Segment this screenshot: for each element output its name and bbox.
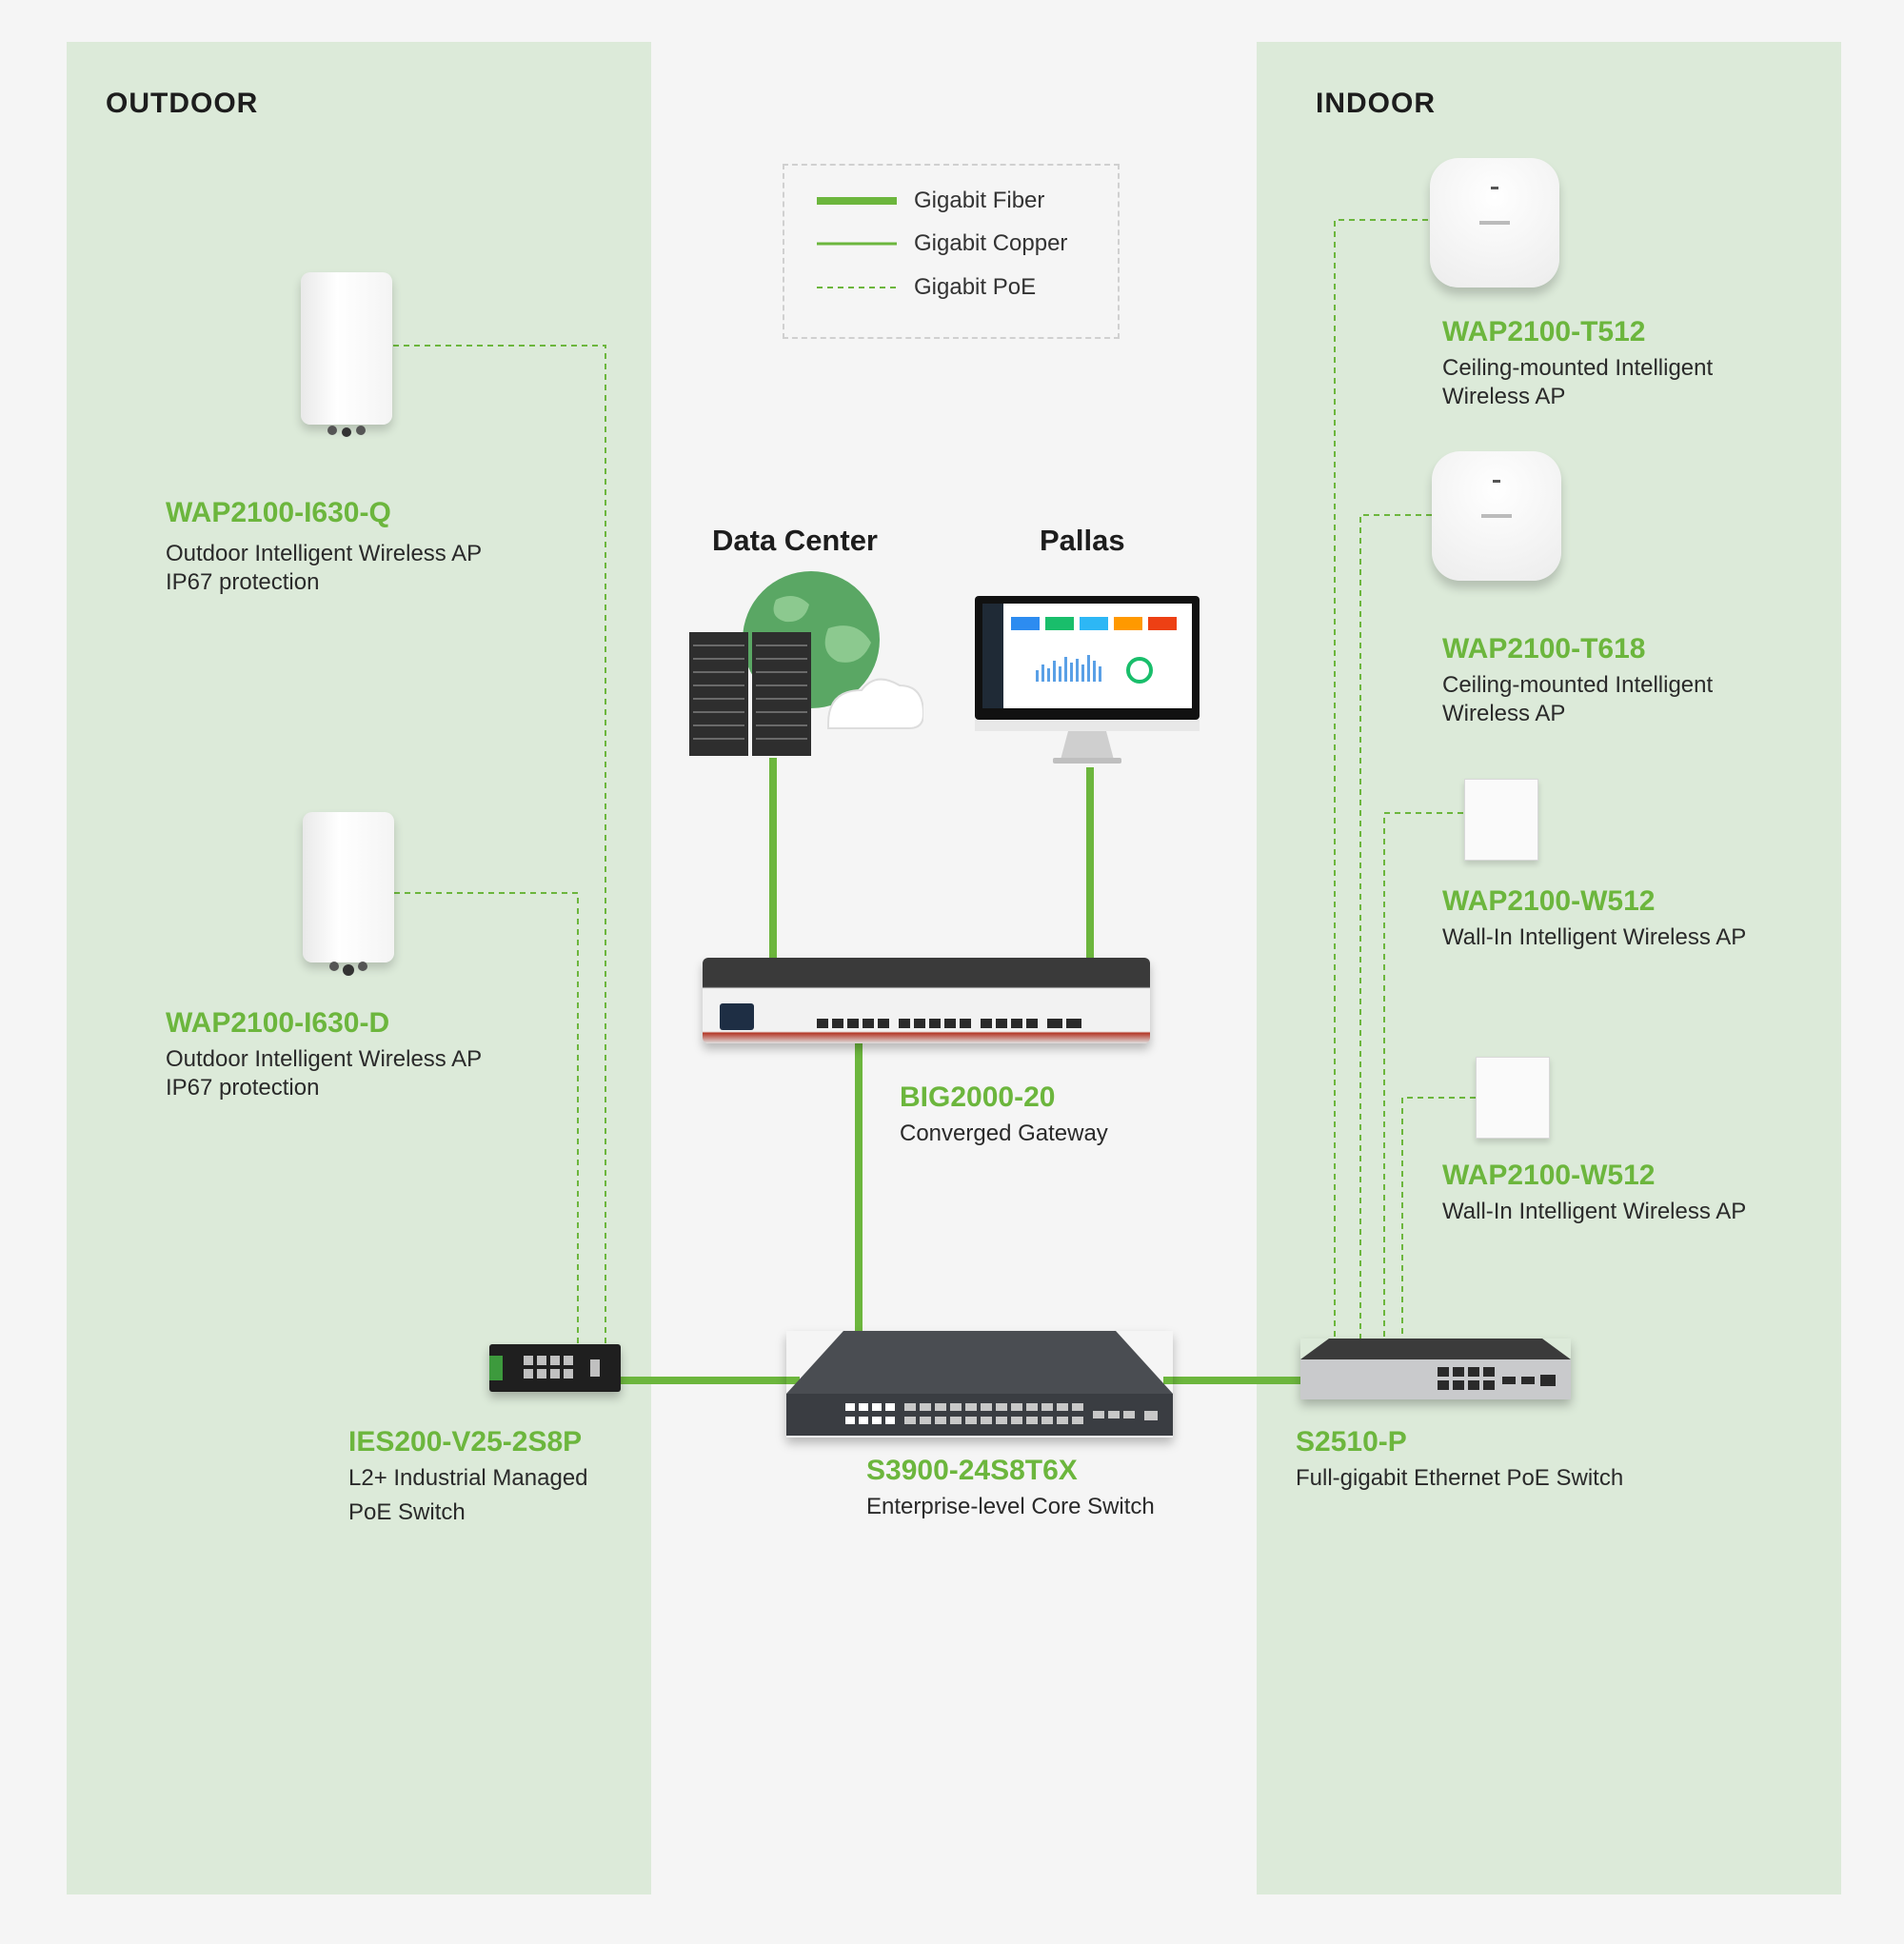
ap-w512-a-name: WAP2100-W512 — [1442, 885, 1656, 917]
fiber-line-sample — [817, 197, 897, 205]
gateway-ports-icon — [720, 1003, 1081, 1030]
poe-ies-ap-out-q — [393, 345, 606, 1344]
antenna-ports-icon — [329, 962, 367, 976]
ap-out-q-desc1: Outdoor Intelligent Wireless AP — [166, 541, 483, 566]
ap-out-d-name: WAP2100-I630-D — [166, 1007, 390, 1039]
wall-ap-w512-b-image — [1476, 1057, 1550, 1139]
outdoor-ap-q-image — [301, 272, 392, 437]
core-switch-desc: Enterprise-level Core Switch — [866, 1494, 1155, 1519]
ap-w512-b-name: WAP2100-W512 — [1442, 1160, 1656, 1191]
indoor-title: INDOOR — [1316, 88, 1436, 119]
ies-switch-image — [489, 1344, 621, 1392]
legend-label: Gigabit Fiber — [914, 188, 1045, 213]
ies-switch-desc2: PoE Switch — [348, 1499, 466, 1525]
ap-t618-name: WAP2100-T618 — [1442, 633, 1646, 665]
gateway-image — [703, 958, 1150, 1043]
poe-s2510-ap-w512-a — [1383, 812, 1463, 1340]
ap-t512-desc2: Wireless AP — [1442, 384, 1566, 409]
ap-out-q-desc2: IP67 protection — [166, 569, 320, 595]
legend-label: Gigabit Copper — [914, 230, 1068, 256]
legend-label: Gigabit PoE — [914, 274, 1037, 300]
ies-ports-icon — [489, 1356, 600, 1380]
legend: Gigabit Fiber Gigabit Copper Gigabit PoE — [783, 164, 1120, 339]
poe-s2510-ap-w512-b — [1401, 1097, 1476, 1340]
ap-t618-desc2: Wireless AP — [1442, 701, 1566, 726]
ap-w512-a-desc: Wall-In Intelligent Wireless AP — [1442, 924, 1747, 950]
gateway-name: BIG2000-20 — [900, 1081, 1056, 1113]
s2510-name: S2510-P — [1296, 1426, 1407, 1458]
gateway-desc: Converged Gateway — [900, 1121, 1108, 1146]
ap-t618-desc1: Ceiling-mounted Intelligent — [1442, 672, 1714, 698]
core-switch-image — [786, 1331, 1173, 1438]
ies-switch-name: IES200-V25-2S8P — [348, 1426, 583, 1458]
ap-led-icon — [1479, 187, 1510, 225]
ap-out-d-desc2: IP67 protection — [166, 1075, 320, 1101]
wall-ap-w512-a-image — [1464, 779, 1538, 861]
data-center-icon — [689, 571, 923, 756]
poe-s2510-ap-t512 — [1334, 219, 1428, 1340]
legend-item-poe: Gigabit PoE — [817, 273, 1036, 302]
s2510-ports-icon — [1300, 1339, 1571, 1399]
copper-line-sample — [817, 242, 897, 246]
ap-w512-b-desc: Wall-In Intelligent Wireless AP — [1442, 1199, 1747, 1224]
poe-ies-ap-out-d — [394, 892, 579, 1344]
ap-out-q-name: WAP2100-I630-Q — [166, 497, 391, 528]
ap-t512-desc1: Ceiling-mounted Intelligent — [1442, 355, 1714, 381]
s2510-switch-image — [1300, 1339, 1571, 1399]
pallas-monitor-icon — [975, 596, 1200, 764]
antenna-ports-icon — [327, 426, 366, 437]
data-center-label: Data Center — [712, 524, 878, 557]
ceiling-ap-t618-image — [1432, 451, 1561, 581]
poe-line-sample — [817, 287, 897, 288]
outdoor-ap-d-image — [303, 812, 394, 976]
indoor-zone — [1257, 42, 1841, 1894]
poe-s2510-ap-t618 — [1359, 514, 1432, 1340]
s2510-desc: Full-gigabit Ethernet PoE Switch — [1296, 1465, 1624, 1491]
ap-out-d-desc1: Outdoor Intelligent Wireless AP — [166, 1046, 483, 1072]
core-switch-name: S3900-24S8T6X — [866, 1455, 1078, 1486]
ies-switch-desc1: L2+ Industrial Managed — [348, 1465, 588, 1491]
core-switch-ports-icon — [786, 1331, 1173, 1436]
outdoor-title: OUTDOOR — [106, 88, 259, 119]
pallas-label: Pallas — [1040, 524, 1125, 557]
ceiling-ap-t512-image — [1430, 158, 1559, 288]
ap-led-icon — [1481, 480, 1512, 518]
legend-item-copper: Gigabit Copper — [817, 229, 1067, 258]
ap-t512-name: WAP2100-T512 — [1442, 316, 1646, 347]
legend-item-fiber: Gigabit Fiber — [817, 187, 1044, 215]
